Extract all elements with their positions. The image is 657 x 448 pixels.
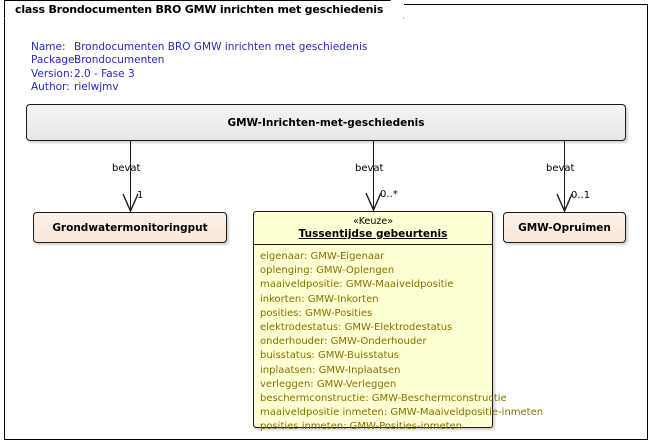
metadata-row-package: Package: Brondocumenten	[31, 54, 367, 67]
arrowhead-icon-3	[556, 193, 573, 213]
connector-line-2	[373, 141, 374, 211]
connector-label-2: bevat	[355, 163, 384, 174]
class-stereotype-keuze: «Keuze»	[352, 216, 394, 227]
metadata-row-author: Author: rielwjmv	[31, 81, 367, 94]
metadata-row-version: Version: 2.0 - Fase 3	[31, 68, 367, 81]
arrowhead-icon-1	[122, 193, 139, 213]
class-box-grondwatermonitoringput[interactable]: Grondwatermonitoringput	[33, 212, 227, 243]
class-attribute: posities: GMW-Posities	[260, 307, 373, 319]
metadata-value-package: Brondocumenten	[74, 54, 165, 67]
class-attribute: inkorten: GMW-Inkorten	[260, 293, 379, 305]
class-attribute: maaiveldpositie inmeten: GMW-Maaiveldpos…	[260, 407, 544, 419]
class-box-tussentijdse-gebeurtenis[interactable]: «Keuze» Tussentijdse gebeurtenis eigenaa…	[253, 211, 543, 432]
class-attribute: elektrodestatus: GMW-Elektrodestatus	[260, 322, 453, 334]
arrowhead-icon-2	[365, 192, 382, 212]
metadata-key-version: Version:	[31, 67, 74, 80]
metadata-value-name: Brondocumenten BRO GMW inrichten met ges…	[74, 41, 368, 53]
metadata-row-name: Name: Brondocumenten BRO GMW inrichten m…	[31, 41, 367, 54]
connector-label-1: bevat	[112, 163, 141, 174]
metadata-value-author: rielwjmv	[74, 81, 119, 94]
connector-multiplicity-3: 0..1	[571, 190, 591, 201]
class-attribute: oplenging: GMW-Oplengen	[260, 265, 395, 277]
class-name-tussentijdse-gebeurtenis: Tussentijdse gebeurtenis	[298, 228, 448, 240]
class-name-gmw-opruimen: GMW-Opruimen	[518, 221, 611, 234]
connector-multiplicity-2: 0..*	[380, 189, 398, 200]
connector-line-3	[564, 141, 565, 212]
diagram-metadata: Name: Brondocumenten BRO GMW inrichten m…	[31, 41, 367, 95]
connector-label-3: bevat	[546, 163, 575, 174]
diagram-title-label: class Brondocumenten BRO GMW inrichten m…	[15, 3, 384, 16]
diagram-title-tab[interactable]: class Brondocumenten BRO GMW inrichten m…	[4, 0, 405, 19]
metadata-value-version: 2.0 - Fase 3	[74, 67, 135, 80]
class-attribute: beschermconstructie: GMW-Beschermconstru…	[260, 393, 507, 405]
metadata-key-name: Name:	[31, 41, 66, 53]
class-header-tussentijdse: «Keuze» Tussentijdse gebeurtenis	[254, 212, 492, 245]
connector-line-1	[130, 141, 131, 212]
connector-multiplicity-1: 1	[137, 190, 144, 201]
class-attribute: posities inmeten: GMW-Posities-inmeten	[260, 421, 463, 433]
class-box-gmw-opruimen[interactable]: GMW-Opruimen	[503, 212, 626, 243]
class-attribute: onderhouder: GMW-Onderhouder	[260, 336, 427, 348]
metadata-key-author: Author:	[31, 81, 70, 94]
class-name-grondwatermonitoringput: Grondwatermonitoringput	[52, 221, 208, 234]
class-attribute: buisstatus: GMW-Buisstatus	[260, 350, 399, 362]
class-attribute: verleggen: GMW-Verleggen	[260, 378, 397, 390]
metadata-key-package: Package:	[31, 54, 79, 67]
class-name-root: GMW-Inrichten-met-geschiedenis	[227, 116, 425, 129]
class-attribute: eigenaar: GMW-Eigenaar	[260, 251, 385, 262]
class-attribute-list: eigenaar: GMW-Eigenaar oplenging: GMW-Opl…	[254, 245, 544, 435]
class-attribute: maaiveldpositie: GMW-Maaiveldpositie	[260, 279, 454, 291]
class-attribute: inplaatsen: GMW-Inplaatsen	[260, 364, 401, 376]
class-box-gmw-inrichten-met-geschiedenis[interactable]: GMW-Inrichten-met-geschiedenis	[26, 104, 626, 141]
